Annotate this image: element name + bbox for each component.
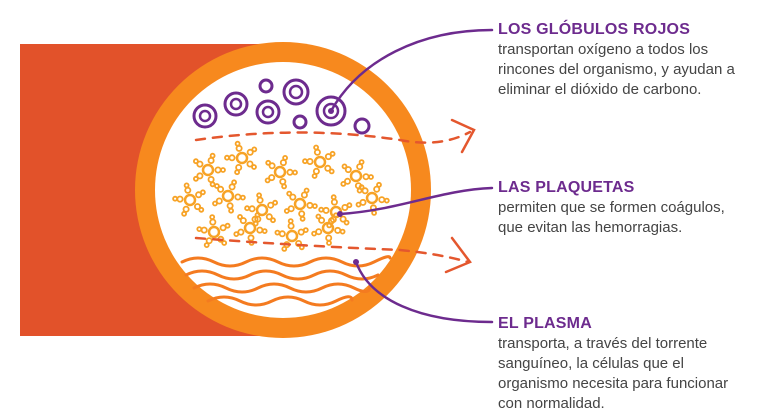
red-blood-cell: [223, 91, 249, 117]
label-line: transporta, a través del torrente: [498, 335, 708, 352]
platelet: [224, 140, 258, 176]
red-blood-cell: [292, 114, 308, 130]
label-line: transportan oxígeno a todos los: [498, 41, 709, 58]
platelet: [311, 212, 346, 246]
plasma-wave: [206, 295, 354, 307]
red-blood-cell: [258, 78, 274, 94]
vessel-cross-section-inner: [155, 62, 411, 318]
label-title-red-blood-cells: LOS GLÓBULOS ROJOS: [498, 21, 691, 38]
platelet: [264, 154, 298, 190]
leader-dot-platelets: [337, 211, 343, 217]
flow-arrow-top-head: [450, 118, 476, 154]
plasma-wave: [184, 269, 380, 281]
red-blood-cell: [353, 117, 371, 135]
label-line: organismo necesita para funcionar: [498, 375, 729, 392]
red-blood-cell: [255, 99, 281, 125]
platelet: [192, 152, 226, 188]
label-line: sanguíneo, la células que el: [498, 355, 684, 372]
red-blood-cells-group: [192, 78, 371, 135]
plasma-waves-group: [180, 255, 392, 307]
flow-arrows-group: [194, 118, 476, 274]
label-title-platelets: LAS PLAQUETAS: [498, 179, 635, 196]
leader-line-red-blood-cells: [329, 28, 494, 113]
label-plasma: EL PLASMA transporta, a través del torre…: [498, 314, 770, 414]
platelets-group: [172, 140, 390, 252]
platelet: [172, 182, 206, 217]
leader-dot-red-blood-cells: [328, 108, 334, 114]
label-red-blood-cells: LOS GLÓBULOS ROJOS transportan oxígeno a…: [498, 20, 770, 100]
label-title-plasma: EL PLASMA: [498, 315, 592, 332]
platelet: [340, 159, 374, 194]
platelet: [212, 179, 246, 214]
label-line: rincones del organismo, y ayudan a: [498, 61, 735, 78]
label-platelets: LAS PLAQUETAS permiten que se formen coá…: [498, 178, 770, 238]
platelet: [283, 187, 318, 222]
leader-lines-group: [328, 28, 494, 324]
plasma-wave: [180, 255, 392, 268]
leader-line-plasma: [354, 260, 494, 324]
flow-arrow-bottom: [194, 236, 470, 264]
leader-line-platelets: [338, 186, 494, 216]
label-line: permiten que se formen coágulos,: [498, 199, 725, 216]
red-blood-cell: [315, 95, 347, 127]
red-blood-cell: [192, 103, 218, 129]
label-line: que evitan las hemorragias.: [498, 219, 683, 236]
red-blood-cell: [282, 78, 310, 106]
flow-arrow-bottom-head: [444, 236, 472, 274]
flow-arrow-top: [194, 130, 472, 144]
platelet: [302, 144, 336, 179]
leader-dot-plasma: [353, 259, 359, 265]
plasma-wave: [192, 282, 372, 294]
label-line: eliminar el dióxido de carbono.: [498, 81, 702, 98]
label-line: con normalidad.: [498, 395, 605, 412]
